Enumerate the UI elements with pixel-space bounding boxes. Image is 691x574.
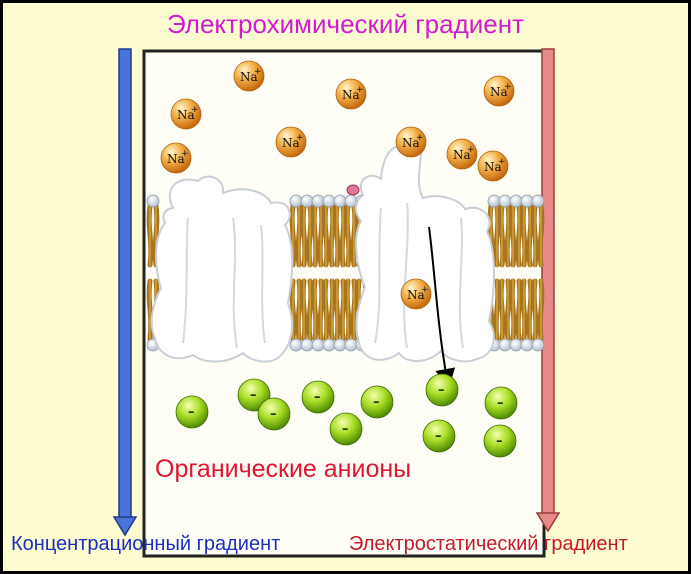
sodium-ion: Na+ [400,278,432,310]
organic-anion: – [484,386,518,420]
svg-text:Na: Na [240,70,258,84]
diagram-frame: Электрохимический градиент [3,3,688,571]
svg-text:+: + [181,149,189,159]
organic-anion: – [257,397,291,431]
sodium-transport-arrow [428,226,456,389]
organic-anion: – [425,373,459,407]
svg-text:Na: Na [453,148,471,162]
electrostatic-gradient-label: Электростатический градиент [349,533,628,555]
sodium-ion: Na+ [477,150,509,182]
svg-text:+: + [467,145,475,155]
svg-text:–: – [188,405,195,420]
channel-protein-left [150,175,294,363]
sodium-ion: Na+ [160,142,192,174]
organic-anion: – [301,380,335,414]
svg-text:–: – [342,422,349,437]
svg-text:–: – [496,434,503,449]
concentration-gradient-arrow [112,48,138,537]
svg-text:+: + [296,133,304,143]
gate-marker [346,184,360,196]
organic-anion: – [360,385,394,419]
sodium-ion: Na+ [170,98,202,130]
svg-text:–: – [270,407,277,422]
svg-text:Na: Na [402,136,420,150]
svg-text:Na: Na [282,136,300,150]
organic-anion: – [329,412,363,446]
svg-text:–: – [250,388,257,403]
svg-text:Na: Na [342,88,360,102]
svg-text:Na: Na [177,108,195,122]
organic-anion: – [175,395,209,429]
sodium-ion: Na+ [233,60,265,92]
svg-text:+: + [254,67,262,77]
sodium-ion: Na+ [483,75,515,107]
svg-text:Na: Na [484,160,502,174]
svg-text:+: + [191,105,199,115]
concentration-gradient-label: Концентрационный градиент [11,533,281,555]
svg-text:Na: Na [167,152,185,166]
sodium-ion: Na+ [446,138,478,170]
organic-anion: – [422,419,456,453]
svg-text:–: – [435,429,442,444]
svg-text:+: + [421,285,429,295]
sodium-ions: Na+Na+Na+Na+Na+Na+Na+Na+Na+Na+ [160,60,515,310]
membrane-diagram: Na+Na+Na+Na+Na+Na+Na+Na+Na+Na+ –––––––––… [112,48,561,558]
organic-anions: –––––––––– [175,373,518,458]
sodium-ion: Na+ [335,78,367,110]
svg-text:+: + [504,82,512,92]
svg-text:Na: Na [407,288,425,302]
svg-text:–: – [497,396,504,411]
sodium-ion: Na+ [395,126,427,158]
organic-anion: – [483,424,517,458]
svg-text:Na: Na [490,85,508,99]
svg-text:+: + [416,133,424,143]
organic-anions-label: Органические анионы [155,455,411,483]
svg-text:–: – [438,383,445,398]
svg-text:–: – [373,395,380,410]
svg-text:+: + [356,85,364,95]
diagram-title: Электрохимический градиент [166,9,525,39]
svg-text:+: + [498,157,506,167]
sodium-ion: Na+ [275,126,307,158]
svg-text:–: – [314,390,321,405]
